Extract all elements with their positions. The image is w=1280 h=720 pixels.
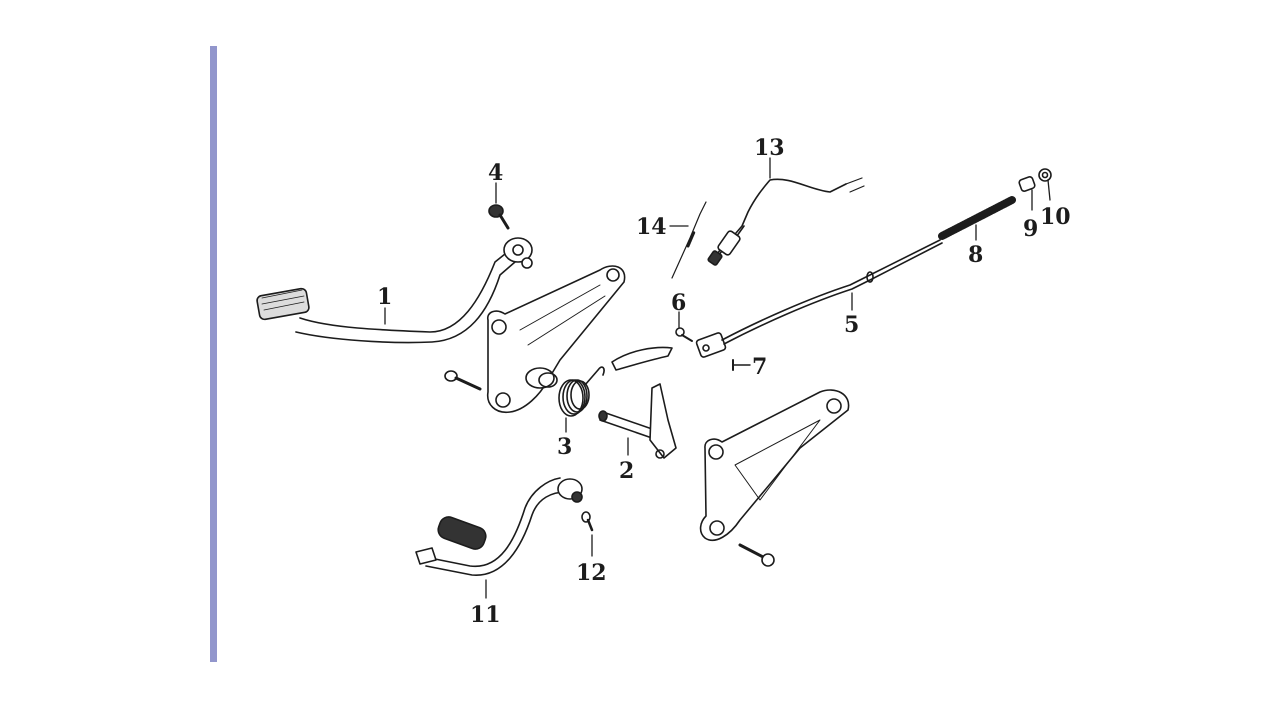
callout-8: 8 [968,242,983,268]
callout-6: 6 [671,290,686,316]
brake-rod [696,240,942,358]
bracket-bolt-left [445,371,480,389]
bolt-part-4 [489,205,508,228]
switch-spring [672,202,706,278]
bracket-bolt-right [740,545,774,566]
callout-4: 4 [488,160,503,186]
bolt-part-12 [582,512,592,530]
callout-12: 12 [576,560,607,586]
adjust-nut [1018,176,1035,192]
callout-10: 10 [1040,204,1071,230]
gear-shift-lever [416,478,582,575]
callout-3: 3 [557,434,572,460]
callout-1: 1 [377,284,392,310]
callout-labels: 1 2 3 4 5 6 7 8 9 10 11 12 13 14 [377,135,1071,628]
callout-5: 5 [844,312,859,338]
pivot-shaft [599,384,676,458]
right-bracket [701,390,849,540]
leader-lines [384,157,1051,599]
rod-spring [942,200,1012,236]
bolt-part-6 [676,328,692,341]
brake-pedal [256,238,532,343]
accent-bar [210,46,217,662]
callout-13: 13 [754,135,785,161]
callout-7: 7 [752,354,767,380]
callout-11: 11 [470,602,501,628]
return-spring [559,367,604,416]
callout-9: 9 [1023,216,1038,242]
callout-2: 2 [619,458,634,484]
callout-14: 14 [636,214,667,240]
brake-lever-plate [612,348,672,370]
brake-light-switch [707,178,864,266]
wing-nut [1039,169,1051,181]
pin-part-7 [733,360,750,370]
left-bracket [488,266,625,412]
